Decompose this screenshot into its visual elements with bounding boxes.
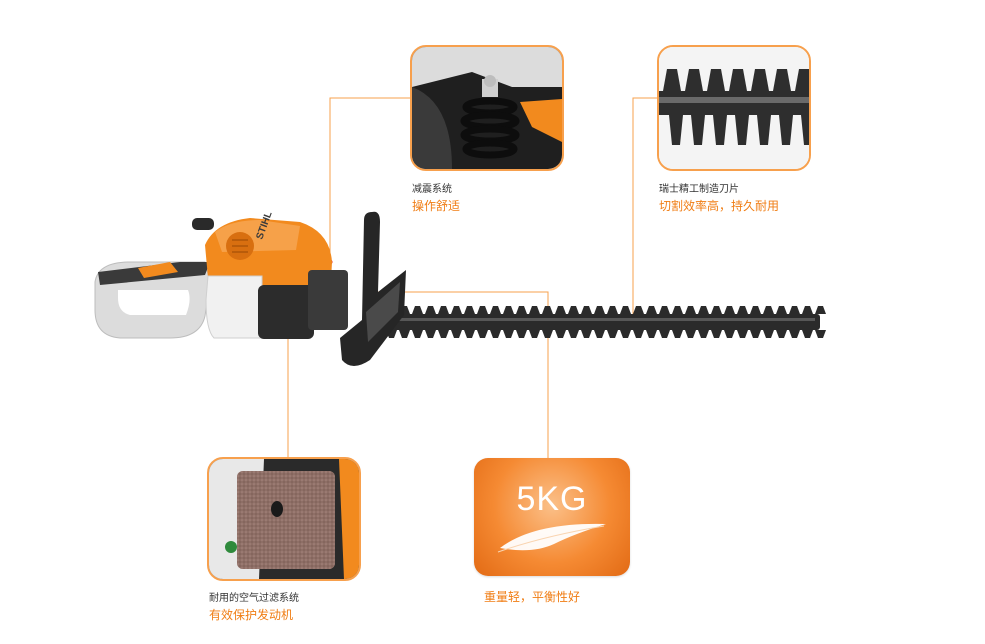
weight-value: 5KG [516, 480, 588, 518]
weight-badge: 5KG [474, 458, 630, 576]
filter-subtitle: 有效保护发动机 [209, 608, 294, 622]
blade-photo [657, 45, 811, 171]
vibration-subtitle: 操作舒适 [412, 199, 461, 213]
vibration-title: 减震系统 [412, 184, 452, 195]
weight-subtitle: 重量轻，平衡性好 [484, 590, 581, 604]
filter-title: 耐用的空气过滤系统 [209, 593, 299, 604]
blade-title: 瑞士精工制造刀片 [659, 184, 739, 195]
air-filter-photo [207, 457, 361, 581]
blade-subtitle: 切割效率高，持久耐用 [659, 199, 780, 213]
vibration-system-photo [410, 45, 564, 171]
blade-teeth-image [659, 47, 809, 169]
air-filter-image [209, 459, 359, 579]
feather-icon [497, 523, 606, 553]
spring-damper-image [412, 47, 562, 169]
cutter-blade [380, 306, 826, 338]
